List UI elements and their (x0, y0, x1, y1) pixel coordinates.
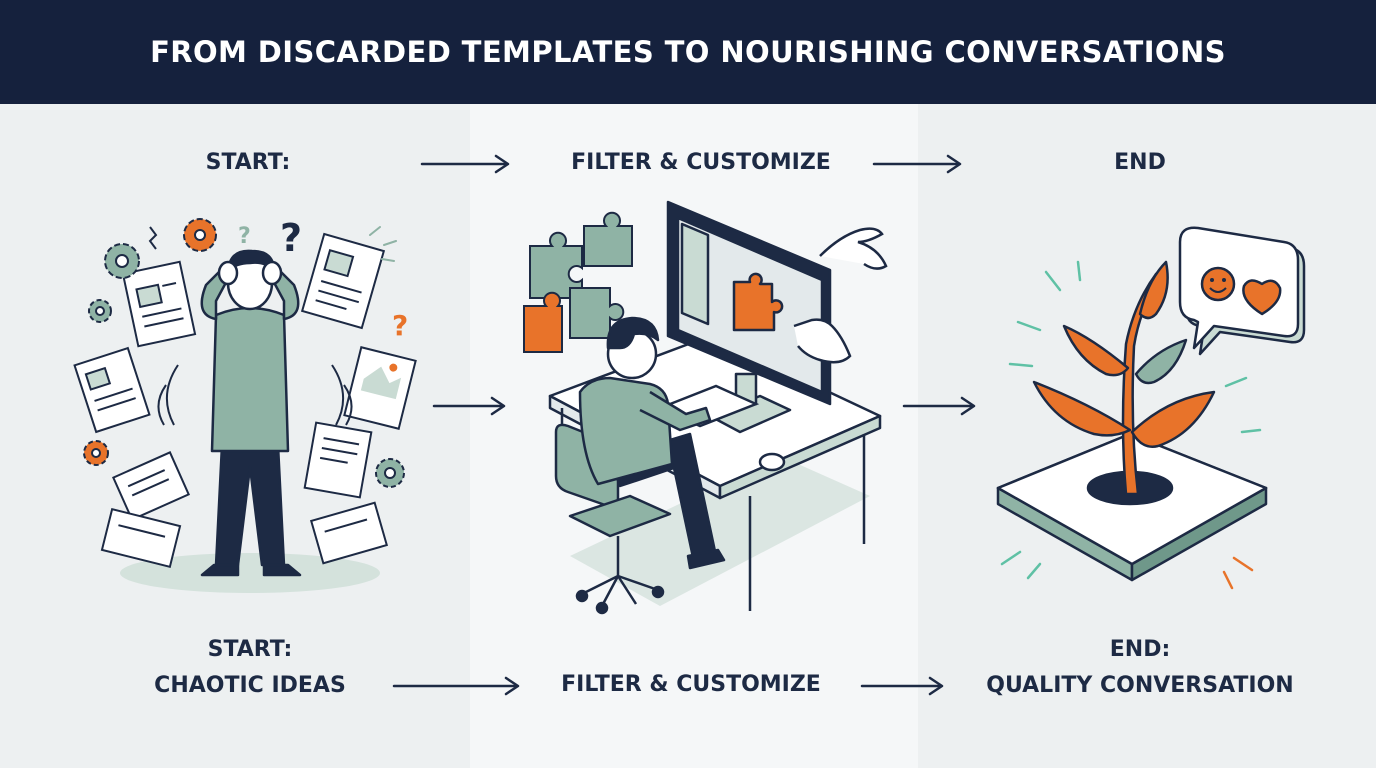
smiley-icon (1200, 266, 1236, 302)
chaotic-ideas-illustration: ? ? ? (73, 216, 417, 593)
document-icon (300, 232, 386, 330)
flow-arrow-icon (392, 676, 520, 696)
quality-conversation-illustration (996, 226, 1306, 590)
gear-icon (375, 458, 405, 488)
monitor-icon (666, 200, 832, 434)
flow-arrow-icon (902, 396, 976, 416)
bottom-label-end: END: QUALITY CONVERSATION (960, 632, 1320, 704)
pointing-hand-icon (819, 227, 888, 270)
flow-arrow-icon (420, 154, 510, 174)
working-person-icon (578, 316, 726, 570)
mouse-icon (758, 452, 786, 472)
pointing-hand-icon (793, 318, 852, 364)
sparkle-icon (1000, 260, 1262, 580)
customize-workstation-illustration (523, 200, 888, 615)
bottom-label-end-line1: END: (1109, 637, 1171, 662)
stressed-person-icon (200, 249, 302, 577)
document-icon (73, 346, 151, 434)
document-icon (112, 451, 190, 521)
bottom-label-start-line2: CHAOTIC IDEAS (154, 673, 346, 698)
flow-arrow-icon (432, 396, 506, 416)
flow-arrow-icon (860, 676, 944, 696)
page-title: FROM DISCARDED TEMPLATES TO NOURISHING C… (150, 35, 1226, 69)
sparkle-icon (1222, 556, 1254, 590)
document-icon (100, 507, 182, 569)
document-icon (343, 346, 417, 430)
top-label-filter: FILTER & CUSTOMIZE (571, 150, 831, 175)
sprout-icon (1032, 260, 1216, 496)
heart-icon (1242, 279, 1282, 316)
gear-icon (88, 299, 112, 323)
bottom-label-start: START: CHAOTIC IDEAS (130, 632, 370, 704)
gear-icon (104, 243, 140, 279)
document-icon (303, 421, 373, 499)
bottom-label-filter: FILTER & CUSTOMIZE (561, 672, 821, 697)
flow-arrow-icon (872, 154, 962, 174)
title-banner: FROM DISCARDED TEMPLATES TO NOURISHING C… (0, 0, 1376, 104)
question-mark-icon: ? (238, 224, 251, 249)
document-icon (309, 501, 389, 565)
top-label-end: END (1114, 150, 1166, 175)
top-label-start: START: (205, 150, 291, 175)
question-mark-icon: ? (392, 309, 408, 342)
document-icon (121, 260, 197, 348)
gear-icon (183, 218, 217, 252)
gear-icon (83, 440, 109, 466)
bottom-label-start-line1: START: (207, 637, 293, 662)
speech-bubble-icon (1178, 226, 1306, 356)
question-mark-icon: ? (280, 216, 302, 260)
puzzle-piece-icon (523, 211, 633, 353)
bottom-label-end-line2: QUALITY CONVERSATION (986, 673, 1294, 698)
